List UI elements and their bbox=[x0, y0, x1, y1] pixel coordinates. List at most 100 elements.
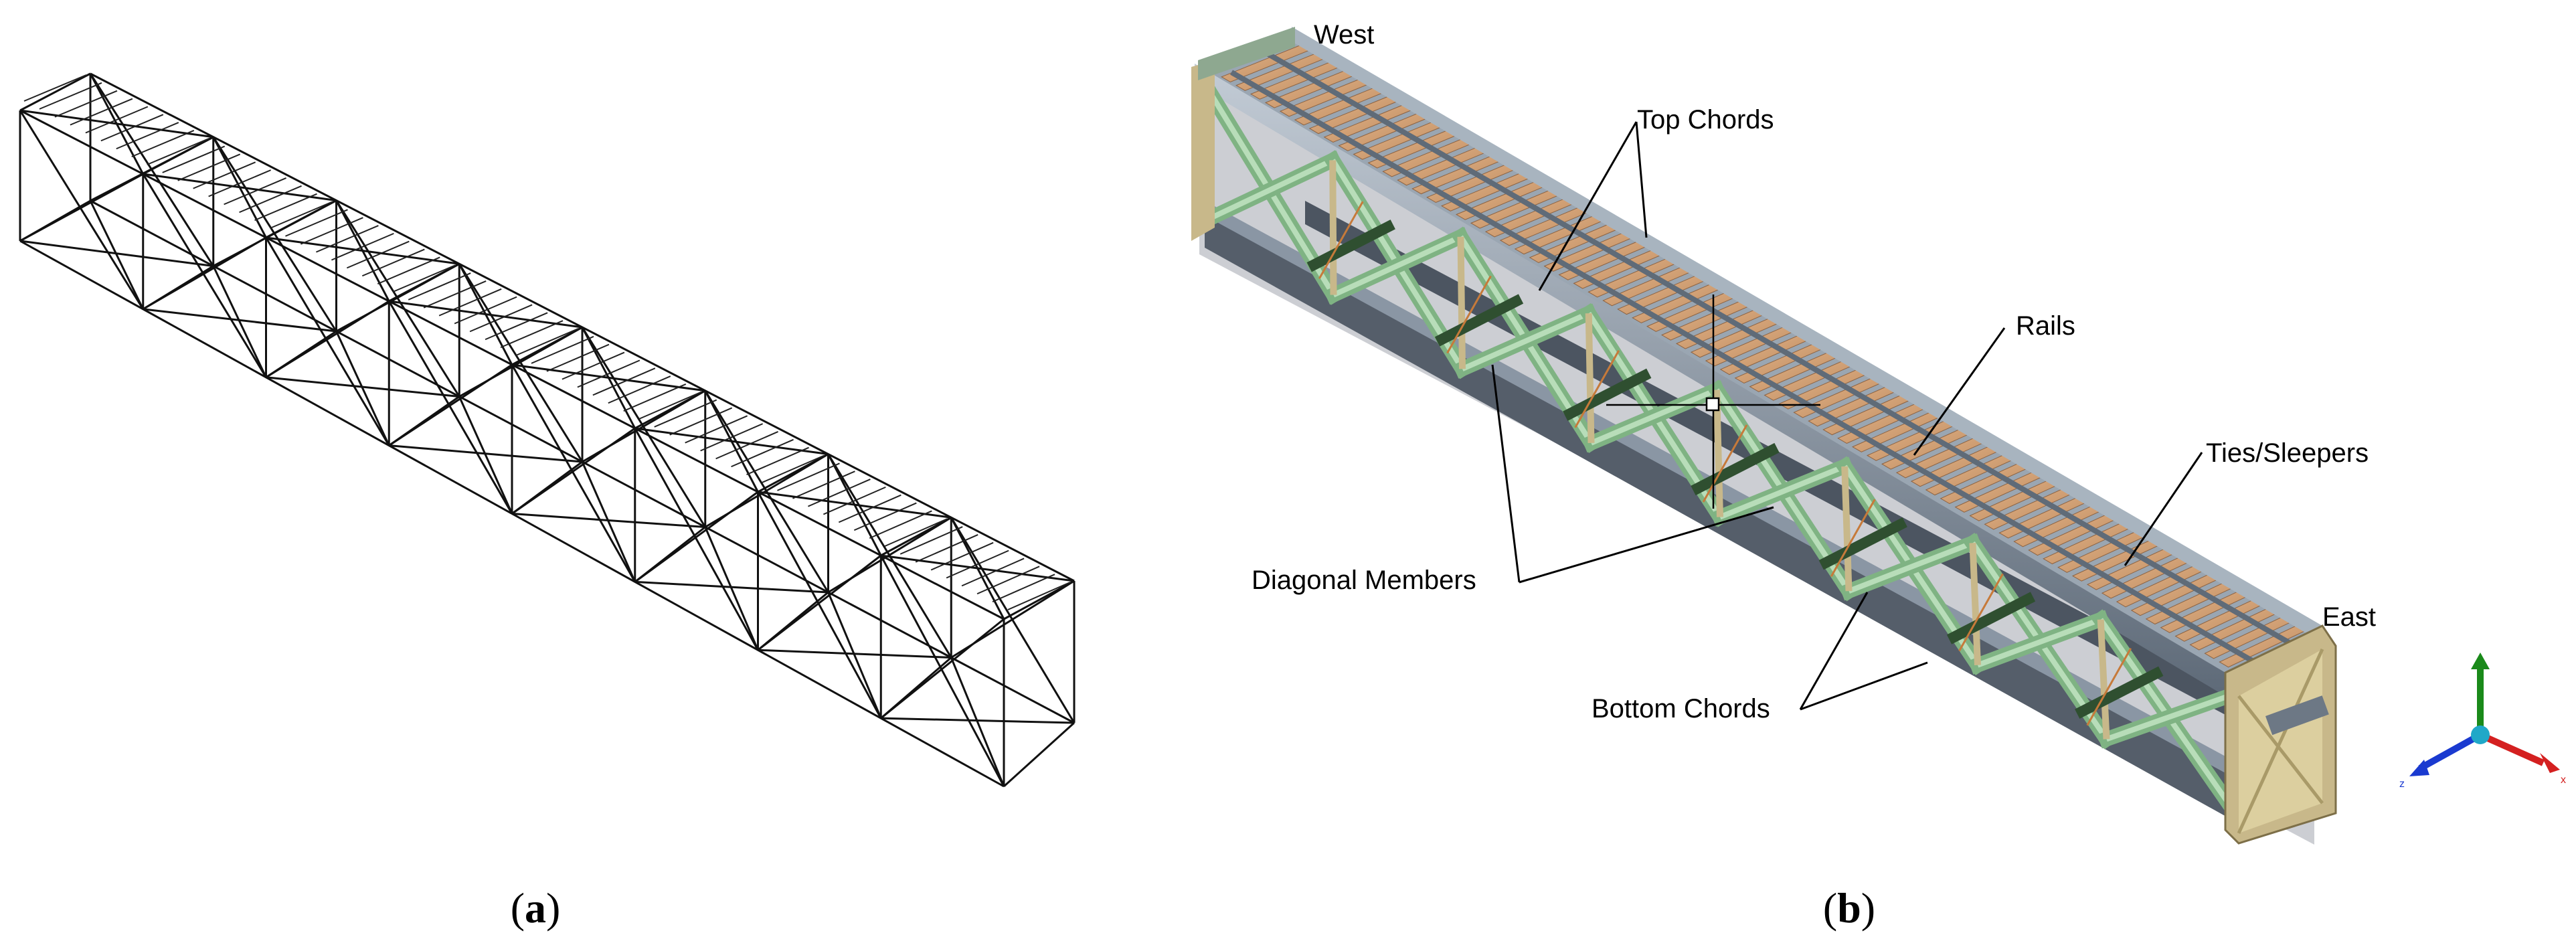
wire-diagonal bbox=[142, 173, 267, 378]
wire-tie-tick bbox=[54, 90, 118, 118]
wire-tie-tick bbox=[946, 549, 1009, 579]
rendered-truss-model bbox=[1191, 27, 2337, 845]
diagonal-member-highlight bbox=[1719, 464, 1846, 520]
top-chord-rear bbox=[1292, 27, 2322, 643]
wire-tie-tick bbox=[224, 177, 286, 205]
wire-tie-tick bbox=[715, 431, 778, 460]
wire-diagonal bbox=[950, 657, 1005, 787]
wire-tie-tick bbox=[177, 153, 241, 181]
label-rails: Rails bbox=[2016, 311, 2075, 341]
wire-tie-tick bbox=[500, 320, 564, 349]
wire-tie-tick bbox=[762, 454, 825, 483]
vertical-post bbox=[1969, 543, 1981, 665]
lateral-brace bbox=[1563, 368, 1652, 421]
wire-tie-tick bbox=[423, 280, 487, 309]
east-end-brace-2 bbox=[2237, 648, 2324, 835]
wind-brace bbox=[1958, 573, 2004, 652]
diagonal-member-highlight bbox=[1461, 311, 1590, 371]
wire-tie-tick bbox=[700, 423, 764, 452]
wire-diagonal bbox=[879, 555, 1005, 787]
wire-tie-tick bbox=[438, 288, 502, 317]
diagonal-member-highlight bbox=[1590, 387, 1718, 446]
wind-brace bbox=[2086, 648, 2132, 726]
wire-tie-tick bbox=[853, 502, 917, 531]
label-west: West bbox=[1314, 20, 1374, 50]
wind-brace bbox=[1446, 275, 1492, 354]
wire-tie-tick bbox=[100, 114, 164, 142]
label-top-chords: Top Chords bbox=[1637, 105, 1774, 135]
wire-tie-tick bbox=[85, 106, 149, 134]
label-bottom-chords: Bottom Chords bbox=[1592, 694, 1770, 723]
wire-tie-tick bbox=[531, 335, 594, 364]
wire-diagonal bbox=[634, 491, 759, 583]
label-east: East bbox=[2322, 602, 2376, 632]
wire-diagonal bbox=[950, 580, 1075, 659]
wire-diagonal bbox=[458, 396, 513, 515]
wire-diagonal bbox=[827, 592, 882, 719]
wire-diagonal bbox=[19, 110, 145, 310]
wire-diagonal bbox=[704, 526, 759, 651]
wire-tie-tick bbox=[823, 486, 886, 515]
lateral-brace bbox=[1818, 517, 1907, 570]
wire-tie-tick bbox=[392, 264, 456, 292]
west-end-post bbox=[1191, 60, 1215, 241]
diagonal-member-highlight bbox=[1848, 540, 1974, 594]
vertical-post bbox=[2097, 619, 2110, 740]
diagonal-member-highlight bbox=[1976, 616, 2102, 668]
wire-strut bbox=[143, 136, 214, 175]
wire-tie-tick bbox=[961, 558, 1025, 587]
wire-diagonal bbox=[335, 199, 390, 302]
vertical-post bbox=[1585, 313, 1595, 443]
wire-tie-tick bbox=[1007, 582, 1071, 610]
rail-right bbox=[1264, 50, 2290, 645]
caption-b: (b) bbox=[1823, 884, 1875, 932]
wireframe-tie-ticks bbox=[23, 74, 1071, 610]
wire-tie-tick bbox=[976, 566, 1040, 595]
wire-tie-tick bbox=[930, 541, 994, 571]
wire-diagonal bbox=[880, 618, 1005, 719]
wire-tie-tick bbox=[731, 438, 794, 468]
wire-tie-tick bbox=[577, 359, 640, 388]
wire-diagonal bbox=[265, 237, 390, 446]
wire-tie-tick bbox=[638, 391, 702, 420]
wire-diagonal bbox=[704, 390, 759, 493]
lateral-brace bbox=[1306, 220, 1395, 272]
wireframe-members bbox=[19, 72, 1076, 788]
wire-tie-tick bbox=[469, 304, 533, 333]
wire-strut bbox=[511, 326, 583, 366]
wire-strut bbox=[1003, 580, 1075, 620]
wire-tie-tick bbox=[147, 137, 210, 165]
wire-tie-tick bbox=[131, 129, 195, 158]
west-end-top bbox=[1198, 27, 1295, 80]
wire-diagonal bbox=[212, 265, 267, 378]
bottom-chord-front-top bbox=[1205, 201, 2262, 793]
wire-tie-tick bbox=[162, 145, 226, 173]
wire-tie-tick bbox=[331, 232, 394, 261]
wire-tie-tick bbox=[992, 574, 1055, 603]
wire-tie-tick bbox=[792, 470, 855, 499]
wire-strut bbox=[634, 390, 706, 430]
wire-diagonal bbox=[581, 461, 636, 582]
wire-tie-tick bbox=[808, 479, 871, 507]
triad-z-axis bbox=[2418, 732, 2482, 772]
wire-tie-tick bbox=[623, 383, 687, 412]
wire-tie-tick bbox=[239, 185, 302, 213]
wire-tie-tick bbox=[285, 209, 348, 237]
wind-brace bbox=[1318, 201, 1364, 279]
triad-y-arrow bbox=[2471, 653, 2490, 669]
wind-brace bbox=[1574, 350, 1620, 428]
wire-strut bbox=[880, 516, 952, 557]
triad-x-arrow bbox=[2540, 753, 2560, 773]
wire-tie-tick bbox=[915, 534, 978, 563]
wire-tie-tick bbox=[485, 312, 548, 341]
lateral-brace bbox=[1434, 294, 1524, 347]
diagonal-member-highlight bbox=[1203, 157, 1334, 224]
wire-tie-tick bbox=[316, 225, 379, 253]
wire-strut bbox=[1003, 721, 1076, 788]
wire-diagonal bbox=[950, 517, 1005, 620]
rail-left bbox=[1230, 70, 2257, 665]
wire-tie-tick bbox=[546, 343, 610, 372]
wire-tie-tick bbox=[116, 122, 179, 150]
wire-tie-tick bbox=[377, 256, 440, 285]
